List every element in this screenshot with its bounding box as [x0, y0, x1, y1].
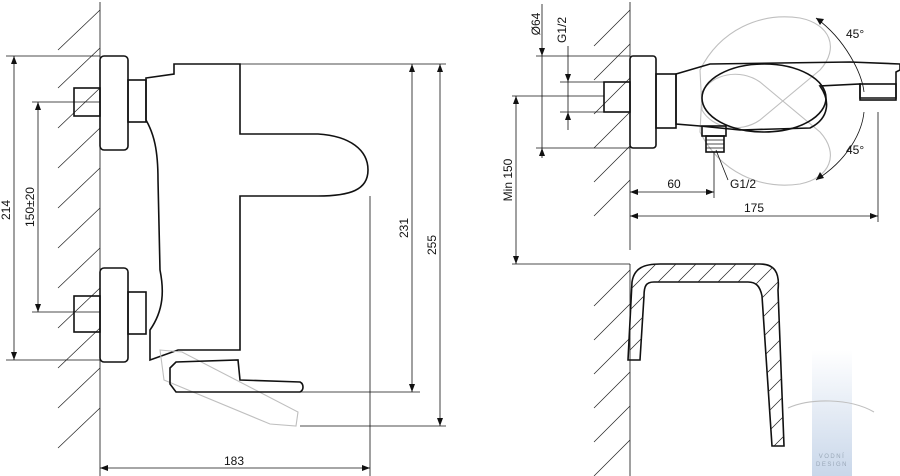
brand-watermark: VODNÍ DESIGN	[787, 350, 875, 476]
dim-214-label: 214	[0, 200, 13, 220]
spout-section	[627, 263, 785, 447]
dim-214	[6, 55, 100, 361]
dim-255-label: 255	[425, 235, 439, 255]
dim-183	[100, 196, 371, 476]
spout-tip	[859, 83, 897, 101]
lever-top	[701, 63, 827, 133]
leader-g12-outlet	[715, 149, 729, 181]
spout-ghost	[699, 16, 831, 186]
dim-60-label: 60	[667, 177, 681, 191]
side-view: 214 150±20 231 255	[0, 2, 446, 476]
dim-g12-outlet-label: G1/2	[730, 177, 756, 191]
dim-175	[630, 112, 879, 222]
lower-connection	[73, 267, 147, 363]
swivel-arcs	[815, 17, 865, 181]
lever	[169, 359, 304, 393]
mixer-body	[145, 63, 369, 362]
dim-60	[630, 152, 715, 198]
wall-hatching-left	[57, 2, 101, 476]
wall-hatching-lower	[593, 264, 631, 476]
dim-175-label: 175	[744, 201, 764, 215]
dim-d64-label: Ø64	[529, 12, 543, 35]
dim-150	[32, 101, 100, 313]
outlet-thread	[701, 125, 727, 153]
wall-hatching-right	[593, 2, 631, 250]
angle-lower-label: 45°	[846, 143, 864, 157]
dim-g12-inlet	[560, 46, 604, 130]
watermark-line2: DESIGN	[816, 462, 848, 468]
dim-150-label: 150±20	[23, 187, 37, 227]
dim-min150-label: Min 150	[501, 158, 515, 201]
dim-g12-inlet-label: G1/2	[555, 17, 569, 43]
lever-ghost	[159, 349, 299, 427]
dim-183-label: 183	[224, 454, 244, 468]
top-view: Ø64 G1/2 Min 150 45° 45° 60	[501, 2, 900, 476]
upper-connection	[73, 55, 147, 151]
dim-231-label: 231	[397, 218, 411, 238]
angle-upper-label: 45°	[846, 27, 864, 41]
watermark-line1: VODNÍ	[819, 453, 846, 460]
wall-connection	[603, 55, 677, 149]
dim-255	[300, 63, 446, 427]
dim-d64	[536, 4, 630, 158]
spout-body	[675, 61, 900, 131]
dim-min150	[512, 95, 630, 265]
watermark-bar	[812, 350, 852, 476]
dim-231	[240, 63, 420, 393]
